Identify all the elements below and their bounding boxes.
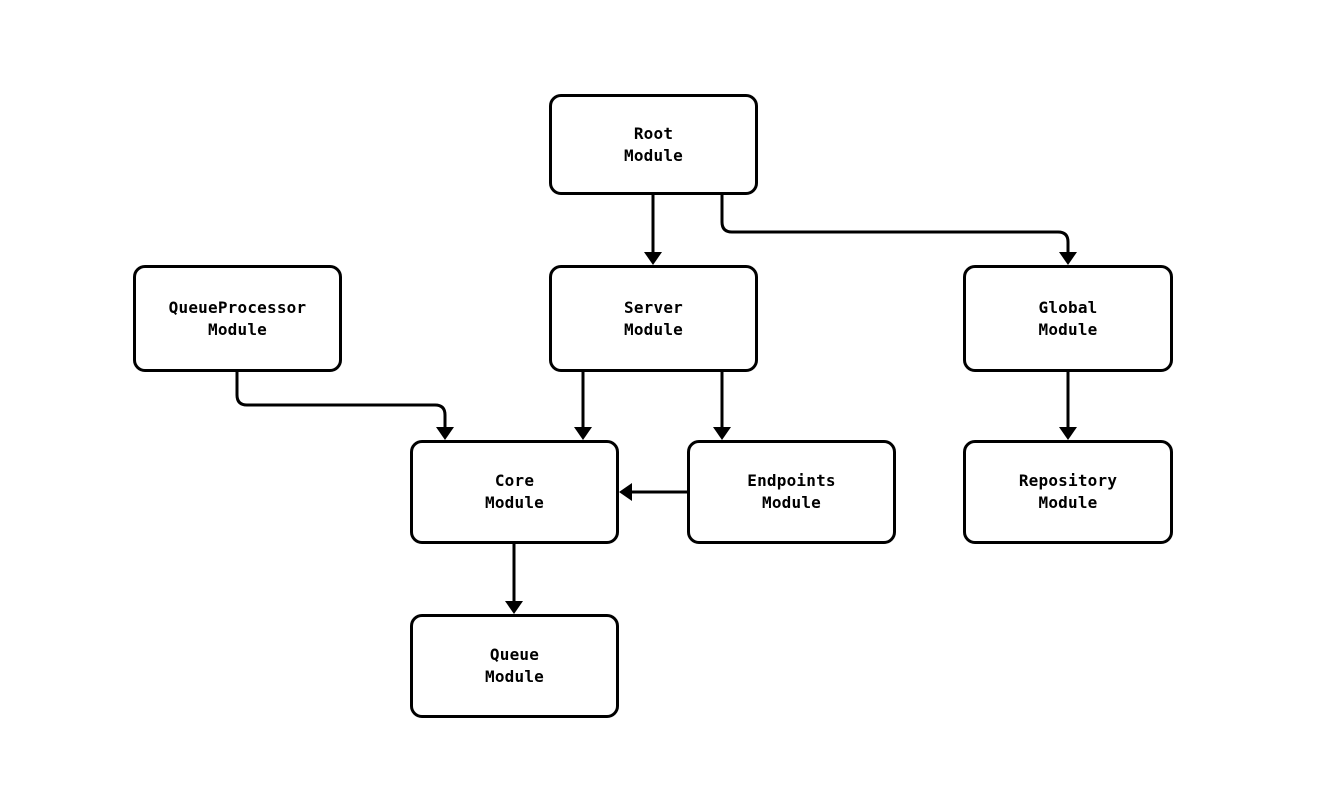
arrowhead-server-to-endpoints — [713, 427, 731, 440]
arrowhead-root-to-global — [1059, 252, 1077, 265]
node-label-primary: QueueProcessor — [168, 297, 307, 317]
arrowhead-endpoints-to-core — [619, 483, 632, 501]
node-label-primary: Core — [494, 471, 535, 490]
edge-root-to-global — [720, 195, 1070, 253]
arrowhead-core-to-queue — [505, 601, 523, 614]
node-label-primary: Queue — [489, 645, 540, 664]
node-label-secondary: Module — [1038, 493, 1098, 512]
node-label-secondary: Module — [485, 667, 544, 686]
node-label-secondary: Module — [208, 319, 267, 339]
node-label-primary: Repository — [1018, 471, 1118, 490]
node-label-secondary: Module — [624, 319, 683, 339]
arrowhead-global-to-repository — [1059, 427, 1077, 440]
arrowhead-root-to-server — [644, 252, 662, 265]
arrowhead-server-to-core — [574, 427, 592, 440]
edge-queueprocessor-to-core — [235, 372, 447, 428]
node-label-primary: Root — [633, 123, 674, 143]
node-label-secondary: Module — [762, 493, 821, 512]
node-label-secondary: Module — [485, 493, 544, 512]
node-label-secondary: Module — [1038, 319, 1098, 339]
node-label-primary: Server — [624, 297, 683, 317]
node-label-primary: Endpoints — [747, 471, 836, 490]
node-label-secondary: Module — [624, 145, 683, 165]
arrowhead-queueprocessor-to-core — [436, 427, 454, 440]
node-label-primary: Global — [1038, 297, 1098, 317]
